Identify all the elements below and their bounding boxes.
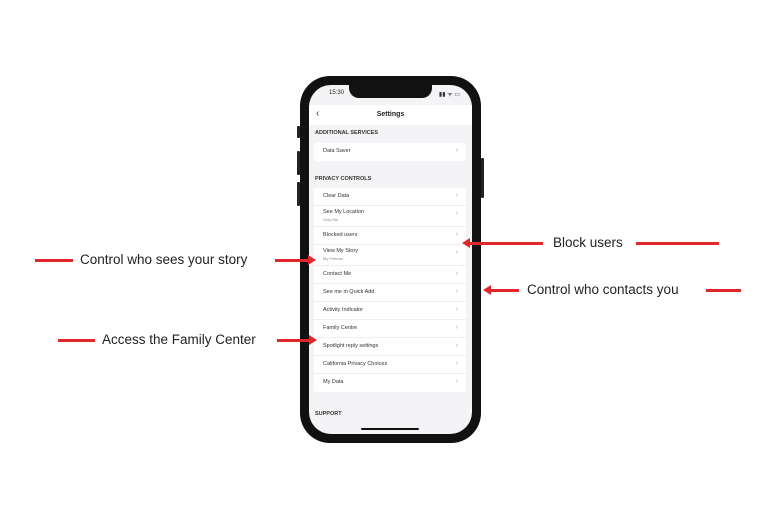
phone-side-button bbox=[481, 158, 484, 198]
arrow-left-icon bbox=[483, 285, 519, 295]
nav-bar: ‹ Settings bbox=[309, 105, 472, 125]
row-label: Contact Me bbox=[323, 271, 352, 277]
chevron-right-icon: › bbox=[455, 249, 458, 256]
home-indicator bbox=[361, 428, 419, 430]
row-label: Spotlight reply settings bbox=[323, 343, 379, 349]
row-sublabel: My Friends bbox=[323, 256, 343, 261]
chevron-right-icon: › bbox=[455, 288, 458, 295]
annotation-story: Control who sees your story bbox=[80, 252, 248, 267]
chevron-right-icon: › bbox=[455, 270, 458, 277]
settings-row[interactable]: See me in Quick Add › bbox=[314, 284, 466, 302]
chevron-left-icon[interactable]: ‹ bbox=[316, 108, 320, 119]
arrow-right-icon bbox=[275, 255, 316, 265]
chevron-right-icon: › bbox=[455, 360, 458, 367]
phone-side-button bbox=[297, 126, 300, 138]
settings-row[interactable]: Activity Indicator › bbox=[314, 302, 466, 320]
decorative-line bbox=[58, 339, 95, 342]
row-label: View My Story bbox=[323, 248, 359, 254]
phone-screen: 15:30 ▮▮ ᯤ ▭ ‹ Settings ADDITIONAL SERVI… bbox=[309, 85, 472, 434]
settings-row[interactable]: Family Centre › bbox=[314, 320, 466, 338]
phone-mockup: 15:30 ▮▮ ᯤ ▭ ‹ Settings ADDITIONAL SERVI… bbox=[297, 76, 484, 443]
chevron-right-icon: › bbox=[455, 324, 458, 331]
status-time: 15:30 bbox=[329, 90, 345, 96]
chevron-right-icon: › bbox=[455, 342, 458, 349]
annotation-block: Block users bbox=[553, 235, 623, 250]
row-label: Family Centre bbox=[323, 325, 358, 331]
row-label: California Privacy Choices bbox=[323, 361, 388, 367]
annotation-family: Access the Family Center bbox=[102, 332, 256, 347]
settings-row-data-saver[interactable]: Data Saver › bbox=[314, 143, 466, 161]
decorative-line bbox=[636, 242, 719, 245]
section-header: PRIVACY CONTROLS bbox=[315, 176, 372, 182]
arrow-right-icon bbox=[277, 335, 317, 345]
settings-row[interactable]: View My Story My Friends › bbox=[314, 245, 466, 266]
notch bbox=[349, 85, 432, 98]
status-icons: ▮▮ ᯤ ▭ bbox=[438, 92, 460, 98]
settings-row[interactable]: Contact Me › bbox=[314, 266, 466, 284]
chevron-right-icon: › bbox=[455, 231, 458, 238]
row-label: See My Location bbox=[323, 209, 364, 215]
phone-side-button bbox=[297, 182, 300, 206]
row-label: Blocked users bbox=[323, 232, 358, 238]
section-header: ADDITIONAL SERVICES bbox=[315, 130, 379, 136]
settings-row[interactable]: California Privacy Choices › bbox=[314, 356, 466, 374]
chevron-right-icon: › bbox=[455, 210, 458, 217]
settings-row[interactable]: My Data › bbox=[314, 374, 466, 392]
row-label: My Data bbox=[323, 379, 344, 385]
page-title: Settings bbox=[376, 111, 405, 118]
row-label: Data Saver bbox=[323, 148, 351, 154]
chevron-right-icon: › bbox=[455, 378, 458, 385]
settings-row[interactable]: Clear Data › bbox=[314, 188, 466, 206]
additional-services-card: Data Saver › bbox=[314, 143, 466, 161]
chevron-right-icon: › bbox=[455, 147, 458, 154]
section-header: SUPPORT bbox=[315, 411, 342, 417]
decorative-line bbox=[35, 259, 73, 262]
row-label: Activity Indicator bbox=[323, 307, 364, 313]
row-label: See me in Quick Add bbox=[323, 289, 375, 295]
annotation-contacts: Control who contacts you bbox=[527, 282, 679, 297]
row-sublabel: Only Me bbox=[323, 217, 338, 222]
settings-row[interactable]: Blocked users › bbox=[314, 227, 466, 245]
settings-row[interactable]: Spotlight reply settings › bbox=[314, 338, 466, 356]
chevron-right-icon: › bbox=[455, 192, 458, 199]
chevron-right-icon: › bbox=[455, 306, 458, 313]
phone-side-button bbox=[297, 151, 300, 175]
arrow-left-icon bbox=[462, 238, 543, 248]
row-label: Clear Data bbox=[323, 193, 350, 199]
decorative-line bbox=[706, 289, 741, 292]
